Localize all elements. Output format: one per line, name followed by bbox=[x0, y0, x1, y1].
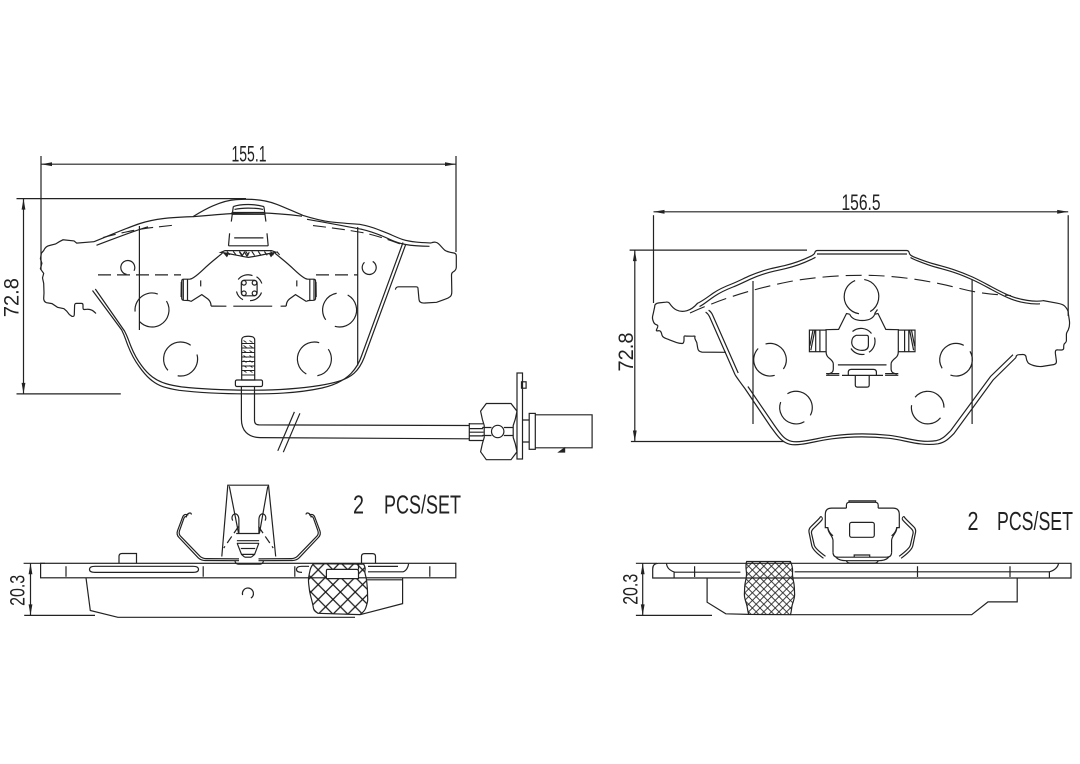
svg-text:72.8: 72.8 bbox=[615, 333, 638, 372]
svg-text:155.1: 155.1 bbox=[232, 142, 267, 167]
svg-text:2: 2 bbox=[353, 490, 364, 520]
svg-text:72.8: 72.8 bbox=[1, 278, 24, 317]
svg-text:20.3: 20.3 bbox=[7, 575, 30, 606]
svg-text:PCS/SET: PCS/SET bbox=[997, 506, 1073, 536]
svg-text:20.3: 20.3 bbox=[620, 574, 643, 605]
svg-text:PCS/SET: PCS/SET bbox=[384, 490, 461, 520]
svg-text:2: 2 bbox=[968, 506, 979, 536]
svg-text:156.5: 156.5 bbox=[842, 190, 881, 215]
